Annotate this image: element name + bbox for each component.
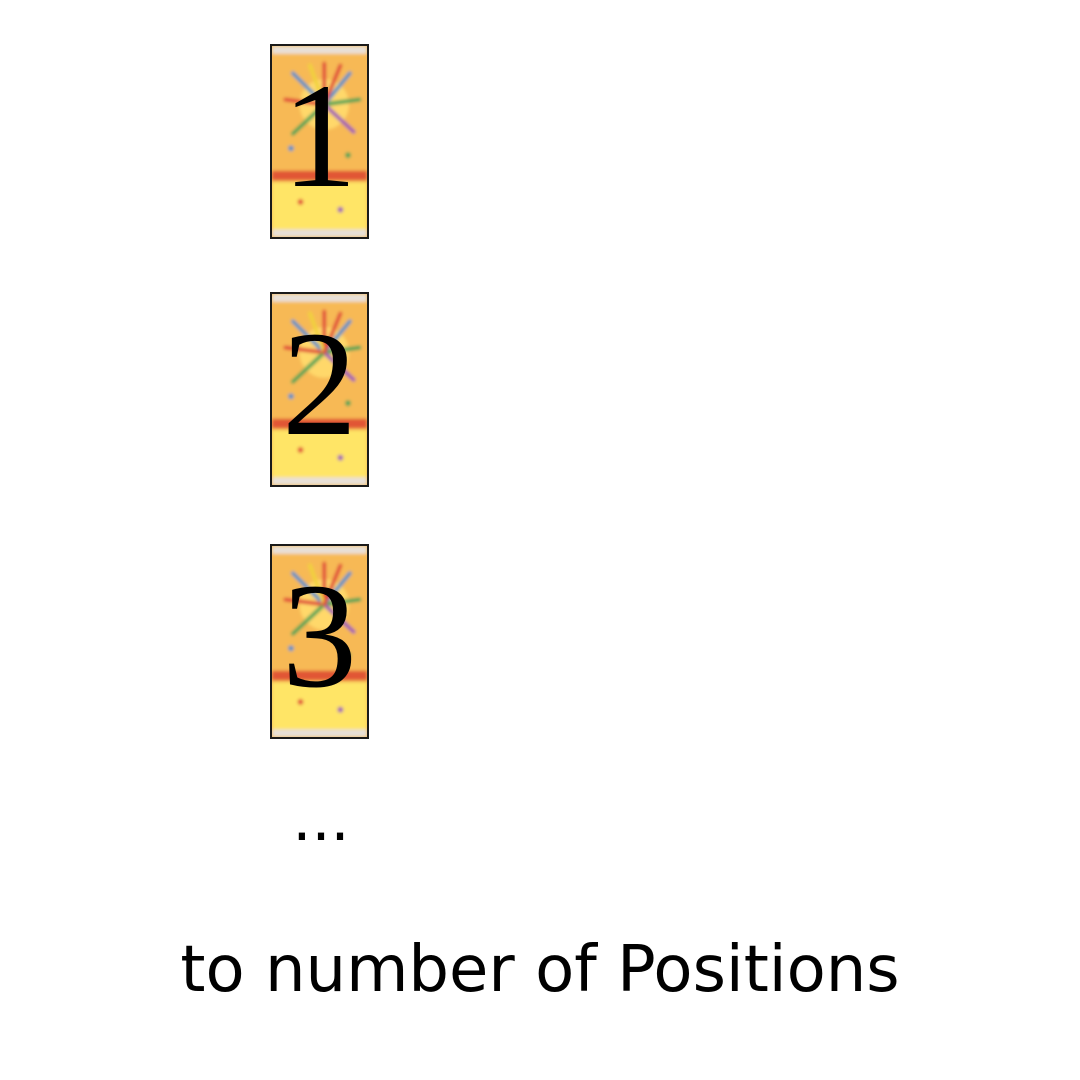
- position-number: 2: [282, 300, 357, 467]
- position-card-1: 1: [270, 44, 369, 239]
- position-card-3: 3: [270, 544, 369, 739]
- position-card-2: 2: [270, 292, 369, 487]
- position-number: 3: [282, 552, 357, 719]
- continuation-ellipsis: ...: [292, 785, 350, 855]
- caption-text: to number of Positions: [180, 933, 900, 1007]
- tarot-card-art-icon: [272, 294, 367, 485]
- tarot-card-art-icon: [272, 546, 367, 737]
- tarot-card-art-icon: [272, 46, 367, 237]
- position-number: 1: [282, 52, 357, 219]
